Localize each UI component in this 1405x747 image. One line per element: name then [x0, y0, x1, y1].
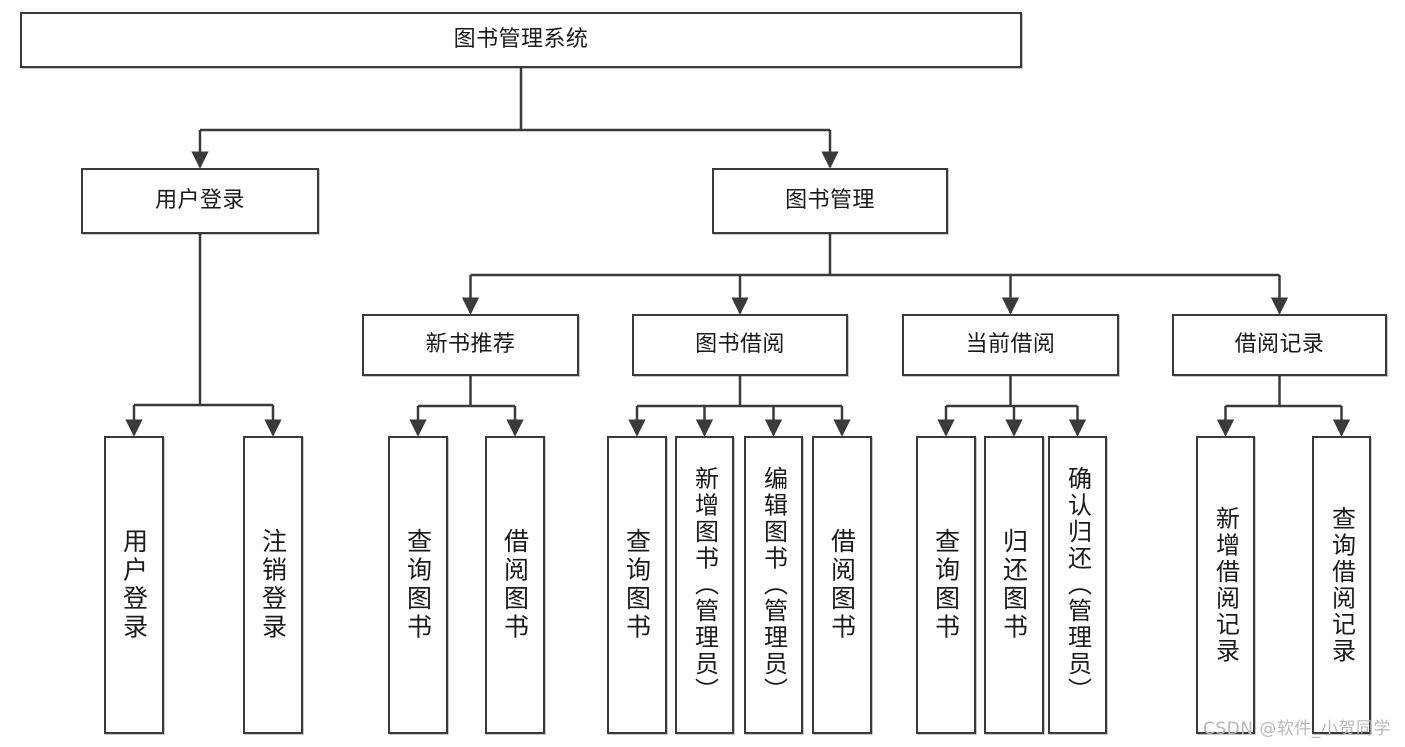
node-new-book-rec: 新书推荐 — [362, 314, 579, 376]
node-leaf-borrow-2: 借阅图书 — [812, 436, 872, 734]
node-leaf-login: 用户登录 — [104, 436, 164, 734]
node-label: 图书管理 — [785, 188, 875, 214]
node-user-login: 用户登录 — [81, 168, 319, 234]
node-label: 注销登录 — [258, 528, 288, 642]
node-leaf-query-2: 查询图书 — [607, 436, 667, 734]
node-leaf-query-rec: 查询借阅记录 — [1312, 436, 1371, 734]
node-leaf-return: 归还图书 — [984, 436, 1044, 734]
node-label: 用户登录 — [155, 188, 245, 214]
node-label: 图书借阅 — [695, 332, 785, 358]
node-label: 借阅图书 — [500, 528, 530, 642]
node-book-borrow: 图书借阅 — [632, 314, 848, 376]
node-label: 查询图书 — [931, 528, 961, 642]
node-label: 当前借阅 — [965, 332, 1056, 358]
node-label: 查询图书 — [403, 528, 433, 642]
node-borrow-record: 借阅记录 — [1172, 314, 1387, 376]
node-label: 借阅记录 — [1234, 332, 1325, 358]
node-leaf-confirm: 确认归还（管理员） — [1048, 436, 1107, 734]
node-label: 图书管理系统 — [453, 27, 589, 53]
node-label: 新增图书（管理员） — [690, 466, 719, 704]
watermark-text: CSDN @软件_小贺同学 — [1202, 719, 1391, 739]
node-leaf-logout: 注销登录 — [243, 436, 303, 734]
node-book-manage: 图书管理 — [712, 168, 948, 234]
node-leaf-query-3: 查询图书 — [916, 436, 976, 734]
node-label: 新增借阅记录 — [1211, 505, 1240, 665]
node-leaf-borrow-1: 借阅图书 — [485, 436, 545, 734]
node-current-borrow: 当前借阅 — [902, 314, 1119, 376]
node-label: 归还图书 — [999, 528, 1029, 642]
node-label: 新书推荐 — [425, 332, 516, 358]
node-label: 查询借阅记录 — [1327, 505, 1356, 665]
node-leaf-edit-book: 编辑图书（管理员） — [744, 436, 803, 734]
node-leaf-add-book: 新增图书（管理员） — [675, 436, 734, 734]
node-label: 用户登录 — [119, 528, 149, 642]
node-label: 借阅图书 — [827, 528, 857, 642]
node-leaf-add-rec: 新增借阅记录 — [1196, 436, 1255, 734]
node-label: 确认归还（管理员） — [1063, 466, 1092, 704]
node-root: 图书管理系统 — [20, 12, 1022, 68]
node-leaf-query-1: 查询图书 — [388, 436, 448, 734]
node-label: 编辑图书（管理员） — [759, 466, 788, 704]
node-label: 查询图书 — [622, 528, 652, 642]
